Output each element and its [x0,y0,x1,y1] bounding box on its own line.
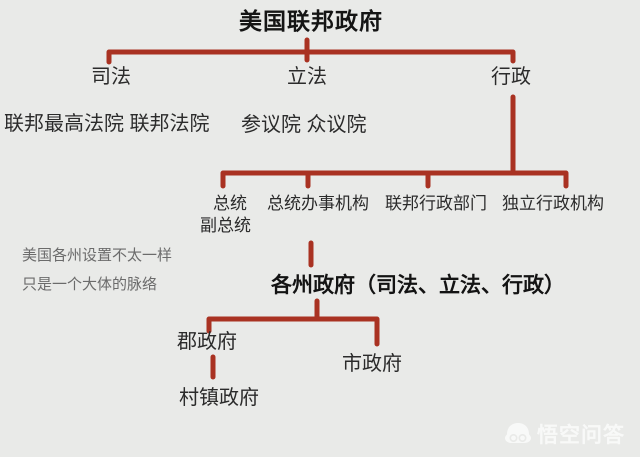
wukong-cloud-logo-icon [505,423,531,443]
connector-executive-bar [220,170,569,189]
legislative-children-label: 参议院 众议院 [241,114,367,136]
exec-vice-president-label: 副总统 [200,216,251,235]
connector-local-bar [206,316,380,347]
exec-office-label: 总统办事机构 [267,194,369,213]
county-government-label: 郡政府 [177,331,237,353]
village-government-label: 村镇政府 [179,387,259,409]
diagram-title: 美国联邦政府 [239,8,383,34]
branch-judicial-label: 司法 [91,66,131,88]
exec-president-label: 总统 [213,194,247,213]
watermark-text: 悟空问答 [537,424,625,447]
watermark: 悟空问答 [504,419,625,449]
branch-legislative-label: 立法 [287,66,327,88]
judicial-children-label: 联邦最高法院 联邦法院 [4,113,210,135]
state-government-label: 各州政府（司法、立法、行政） [271,274,565,297]
city-government-label: 市政府 [342,353,402,375]
branch-executive-label: 行政 [491,66,531,88]
exec-departments-label: 联邦行政部门 [385,194,487,213]
connector-top-bar [106,49,516,65]
annotation-line-1: 美国各州设置不太一样 [22,247,173,264]
exec-agencies-label: 独立行政机构 [502,194,604,213]
annotation-line-2: 只是一个大体的脉络 [22,276,158,293]
